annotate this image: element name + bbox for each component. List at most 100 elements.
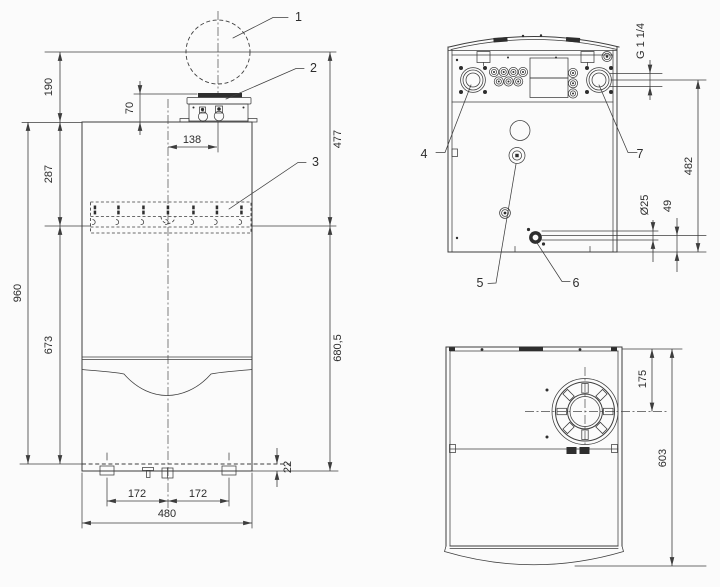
top-view-details bbox=[451, 51, 614, 246]
rear-bushing-mid bbox=[501, 209, 509, 217]
callout-6-leader bbox=[536, 242, 571, 282]
flue-screw-dot1 bbox=[545, 388, 549, 392]
callout-4-label: 4 bbox=[421, 147, 428, 161]
flue-adapter-body bbox=[188, 103, 249, 122]
flue-clamp-right bbox=[579, 447, 590, 454]
side-clip bbox=[451, 148, 458, 157]
hanging-bracket-right bbox=[580, 51, 595, 63]
small-bushing-outer bbox=[601, 51, 613, 62]
mounting-bracket-group bbox=[90, 201, 252, 234]
flue-adapter-group bbox=[179, 93, 258, 153]
plan-front-curve bbox=[444, 545, 624, 566]
dim-label-680-5: 680,5 bbox=[332, 334, 344, 362]
callout-1-label: 1 bbox=[295, 10, 302, 24]
callout-5-label: 5 bbox=[477, 276, 484, 290]
callout-3-label: 3 bbox=[312, 155, 319, 169]
divider-clip-left bbox=[449, 444, 456, 453]
rear-bushing-dot bbox=[503, 211, 507, 215]
filling-valve-outer bbox=[508, 147, 526, 164]
dim-label-960: 960 bbox=[12, 284, 24, 302]
heating-return-connection bbox=[584, 65, 614, 95]
adapter-flange-left bbox=[179, 118, 190, 123]
valve-stem-left bbox=[199, 106, 206, 114]
dim-label-25: Ø25 bbox=[639, 195, 651, 216]
callout-7-leader bbox=[598, 84, 638, 153]
valve-left bbox=[198, 111, 208, 122]
plan-outline bbox=[444, 346, 624, 566]
callout-2-leader bbox=[225, 68, 305, 100]
plan-dimensions: 175 603 bbox=[574, 348, 707, 567]
dim-label-603: 603 bbox=[657, 449, 669, 467]
callout-6-label: 6 bbox=[573, 276, 580, 290]
plan-mark-left bbox=[449, 347, 455, 351]
top-view-callouts: 4 7 5 6 bbox=[421, 84, 644, 290]
flue-screw-dot2 bbox=[545, 435, 549, 439]
front-view: 190 287 960 673 70 477 680,5 22 138 172 … bbox=[12, 10, 344, 529]
right-bracket-foot bbox=[221, 465, 237, 476]
small-bushing-mid bbox=[603, 52, 611, 61]
mounting-bracket-outline bbox=[90, 201, 252, 234]
electronics-box-lower bbox=[529, 77, 569, 98]
small-bushing-dot bbox=[605, 55, 609, 58]
adapter-dot-left bbox=[192, 106, 195, 109]
callout-5-leader bbox=[487, 163, 517, 284]
face-dot3 bbox=[455, 58, 459, 62]
left-bracket-foot bbox=[99, 465, 115, 476]
arc-dot1 bbox=[521, 34, 525, 38]
top-arc-inner bbox=[450, 39, 618, 50]
stem-dot-left bbox=[200, 107, 205, 112]
plan-view: 175 603 bbox=[444, 346, 707, 567]
condensate-drain-bore bbox=[532, 234, 539, 241]
rear-bushing-outer bbox=[499, 207, 511, 219]
top-view-outline bbox=[447, 34, 620, 253]
adapter-dot-right bbox=[242, 106, 245, 109]
valve-right bbox=[213, 110, 225, 122]
filling-valve-square bbox=[515, 153, 519, 158]
dim-label-49: 49 bbox=[662, 200, 674, 212]
arc-mark-right bbox=[565, 37, 581, 43]
plan-mark-center bbox=[519, 346, 543, 351]
hanging-bracket-left bbox=[476, 51, 491, 63]
dim-label-287: 287 bbox=[43, 165, 55, 183]
plan-dot1 bbox=[480, 348, 484, 351]
dim-label-190: 190 bbox=[43, 78, 55, 96]
dim-label-g: G 1 1/4 bbox=[635, 23, 647, 59]
stem-dot-right bbox=[217, 107, 221, 111]
flue-connection-group bbox=[525, 367, 668, 454]
gas-connection-stem bbox=[146, 470, 151, 478]
callout-2-label: 2 bbox=[310, 61, 317, 75]
gas-connection-cap bbox=[142, 467, 154, 471]
front-dimensions: 190 287 960 673 70 477 680,5 22 138 172 … bbox=[12, 52, 344, 529]
expansion-opening bbox=[509, 120, 531, 141]
boiler-body bbox=[81, 121, 253, 472]
dim-label-172-left: 172 bbox=[128, 488, 146, 500]
face-dot1 bbox=[507, 56, 509, 59]
flue-adapter-plate bbox=[186, 97, 252, 105]
dim-label-480: 480 bbox=[158, 508, 176, 520]
flue-flange bbox=[551, 378, 619, 445]
top-arc-outer bbox=[448, 36, 620, 48]
top-view: G 1 1/4 Ø25 49 482 4 7 5 6 bbox=[421, 23, 707, 290]
face-dot4 bbox=[455, 236, 459, 240]
front-callouts: 1 2 3 bbox=[225, 10, 319, 210]
dim-label-22: 22 bbox=[282, 461, 294, 473]
dim-label-172-right: 172 bbox=[189, 488, 207, 500]
filling-valve-inner bbox=[512, 150, 522, 161]
adapter-flange-right bbox=[247, 118, 258, 123]
dim-label-477: 477 bbox=[332, 130, 344, 148]
callout-7-label: 7 bbox=[637, 147, 644, 161]
arc-dot2 bbox=[539, 34, 543, 37]
callout-4-leader bbox=[435, 84, 472, 153]
drain-dot1 bbox=[526, 227, 531, 232]
dim-label-673: 673 bbox=[43, 336, 55, 354]
face-dot2 bbox=[555, 56, 557, 59]
plan-dot2 bbox=[578, 348, 582, 351]
flue-clamp-left bbox=[566, 447, 577, 454]
callout-3-leader bbox=[228, 162, 307, 210]
plan-mark-right bbox=[611, 347, 617, 351]
dim-label-138: 138 bbox=[183, 134, 201, 146]
top-view-dimensions: G 1 1/4 Ø25 49 482 bbox=[541, 23, 707, 272]
dim-label-482: 482 bbox=[683, 157, 695, 175]
dim-label-70: 70 bbox=[124, 102, 136, 114]
